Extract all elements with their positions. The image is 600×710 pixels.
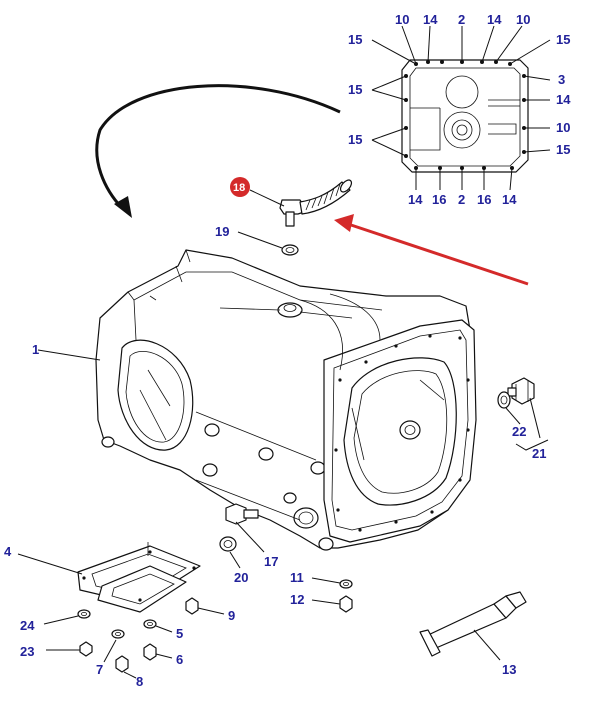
callout-24: 24 — [20, 618, 35, 633]
inset-callout-16a: 16 — [432, 192, 446, 207]
callout-22: 22 — [512, 424, 526, 439]
part-23-bolt: 23 — [20, 641, 93, 659]
part-7-washer: 7 — [96, 629, 125, 677]
highlight-arrow — [334, 214, 529, 286]
inset-callout-15d: 15 — [348, 132, 362, 147]
callout-18: 18 — [233, 182, 245, 194]
inset-callout-14d: 14 — [408, 192, 423, 207]
part-18-badge: 18 — [230, 177, 285, 207]
inset-callout-14e: 14 — [502, 192, 517, 207]
callout-6: 6 — [176, 652, 183, 667]
part-12-plug: 12 — [290, 592, 353, 613]
part-11-seal-ring: 11 — [290, 570, 353, 589]
part-8-bolt: 8 — [115, 655, 143, 689]
inset-callout-10b: 10 — [516, 12, 530, 27]
callout-11: 11 — [290, 570, 304, 585]
inset-callout-2b: 2 — [458, 192, 465, 207]
part-5-washer: 5 — [143, 619, 183, 641]
part-19-seal: 19 — [215, 224, 299, 256]
inset-callout-15c: 15 — [348, 82, 362, 97]
inset-callout-15a: 15 — [348, 32, 362, 47]
callout-23: 23 — [20, 644, 34, 659]
part-24-washer: 24 — [20, 609, 91, 633]
inset-callout-14a: 14 — [423, 12, 438, 27]
part-21-plug-assembly: 21 — [507, 377, 549, 461]
part-6-bolt: 6 — [143, 643, 183, 667]
callout-21: 21 — [532, 446, 546, 461]
callout-8: 8 — [136, 674, 143, 689]
part-9-bolt: 9 — [185, 597, 235, 623]
inset-reference-arrow — [95, 84, 341, 218]
inset-callout-2a: 2 — [458, 12, 465, 27]
inset-callout-10c: 10 — [556, 120, 570, 135]
part-1-transmission-housing: 1 — [32, 249, 477, 551]
inset-callout-14c: 14 — [556, 92, 571, 107]
inset-callout-15e: 15 — [556, 142, 570, 157]
part-17-plug: 17 — [225, 503, 278, 569]
callout-13: 13 — [502, 662, 516, 677]
callout-5: 5 — [176, 626, 183, 641]
inset-callout-10a: 10 — [395, 12, 409, 27]
inset-cover-plate: 10 14 2 14 10 15 15 3 15 14 15 10 15 14 … — [348, 12, 571, 207]
callout-4: 4 — [4, 544, 12, 559]
callout-20: 20 — [234, 570, 248, 585]
inset-callout-15b: 15 — [556, 32, 570, 47]
part-22-seal-ring: 22 — [497, 391, 526, 439]
callout-12: 12 — [290, 592, 304, 607]
callout-1: 1 — [32, 342, 39, 357]
part-4-cover-plate: 4 — [4, 542, 201, 613]
callout-17: 17 — [264, 554, 278, 569]
callout-19: 19 — [215, 224, 229, 239]
callout-9: 9 — [228, 608, 235, 623]
part-20-seal-ring: 20 — [219, 536, 248, 585]
part-13-sealant-tube: 13 — [419, 591, 527, 677]
inset-callout-3: 3 — [558, 72, 565, 87]
inset-callout-16b: 16 — [477, 192, 491, 207]
inset-callout-14b: 14 — [487, 12, 502, 27]
callout-7: 7 — [96, 662, 103, 677]
flange-bolt-holes — [334, 334, 470, 532]
part-18-breather — [279, 179, 353, 227]
